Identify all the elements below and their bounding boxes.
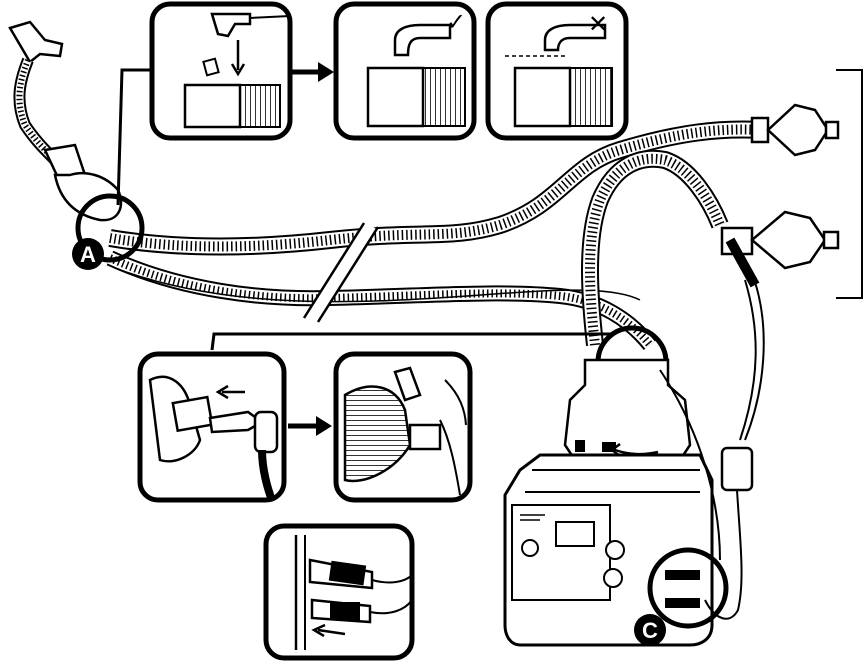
step-arrowhead-2 xyxy=(316,416,332,436)
temperature-probe-connector xyxy=(725,237,765,441)
ventilator-filter-top xyxy=(750,103,840,157)
inset-heater-wire-connection xyxy=(263,523,415,661)
heater-plugs-c xyxy=(665,570,700,608)
inset-step-2-incorrect: ✕ xyxy=(485,1,629,141)
power-button xyxy=(521,539,539,557)
callout-badge-a: A xyxy=(72,238,104,270)
chamber-feed-hose xyxy=(581,149,729,346)
display-screen xyxy=(555,521,595,547)
callout-circle-c xyxy=(647,547,729,629)
step-arrowhead-1 xyxy=(318,62,334,82)
inset-step-1 xyxy=(149,1,293,141)
expiratory-limb-hose xyxy=(106,250,657,351)
patient-wye-elbow xyxy=(8,20,123,222)
heater-wire-adapter xyxy=(704,446,754,620)
ventilator-filter-bottom xyxy=(720,210,840,270)
inspiratory-limb-hose xyxy=(108,120,761,256)
correct-checkmark: ✓ xyxy=(446,8,466,36)
inset-step-2-correct: ✓ xyxy=(333,1,477,141)
mute-button xyxy=(603,568,623,588)
ventilator-bracket xyxy=(836,69,863,299)
humidification-chamber xyxy=(563,358,692,462)
mode-button xyxy=(605,540,625,560)
incorrect-cross: ✕ xyxy=(588,10,608,38)
leader-a xyxy=(116,68,150,206)
inset-probe-step-2 xyxy=(333,351,473,503)
callout-badge-c: C xyxy=(634,614,666,646)
callout-label-c: C xyxy=(642,618,658,643)
inset-probe-step-1 xyxy=(137,351,287,503)
humidifier-base-unit xyxy=(503,453,714,647)
heater-wire-cable xyxy=(659,369,721,561)
length-break-marks xyxy=(302,221,380,324)
leader-b xyxy=(210,332,612,351)
callout-circle-a xyxy=(75,193,145,263)
callout-label-a: A xyxy=(80,242,96,267)
